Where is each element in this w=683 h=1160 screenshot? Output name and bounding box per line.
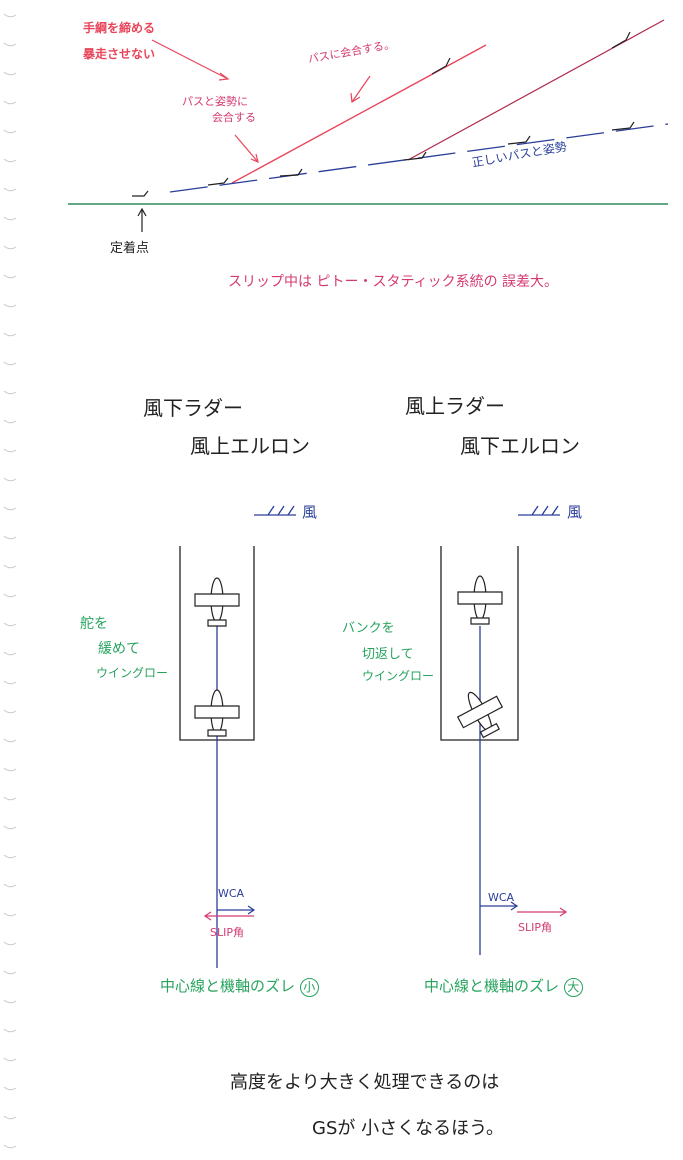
right-wca-label: WCA: [488, 891, 515, 904]
binding-mark: [3, 593, 17, 598]
binding-mark: [3, 71, 17, 76]
binding-mark: [3, 303, 17, 308]
binding-mark: [3, 767, 17, 772]
binding-mark: [3, 999, 17, 1004]
left-airplane-lower: [194, 689, 240, 737]
right-caption: 中心線と機軸のズレ 大: [424, 978, 583, 997]
left-wind-hatch: [254, 505, 296, 516]
binding-mark: [3, 825, 17, 830]
binding-mark: [3, 1144, 17, 1149]
right-caption-text: 中心線と機軸のズレ: [424, 977, 560, 995]
left-wca-label: WCA: [218, 887, 245, 900]
binding-mark: [3, 854, 17, 859]
right-airplane-upper: [457, 575, 503, 625]
slip-note: スリップ中は ピトー・スタティック系統の 誤差大。: [228, 274, 559, 290]
red-arrow-attitude: [234, 134, 259, 163]
binding-mark: [3, 506, 17, 511]
bottom-line-2: GSが 小さくなるほう。: [312, 1118, 505, 1139]
right-wind-hatch: [518, 505, 560, 516]
binding-mark: [3, 883, 17, 888]
binding-mark: [3, 738, 17, 743]
red-arrow-meet-head: [350, 92, 361, 104]
binding-mark: [3, 970, 17, 975]
binding-mark: [3, 1057, 17, 1062]
binding-mark: [3, 622, 17, 627]
binding-mark: [3, 42, 17, 47]
binding-mark: [3, 709, 17, 714]
right-caption-mark: 大: [563, 978, 583, 997]
label-touchdown: 定着点: [110, 241, 150, 256]
note-line-2: 暴走させない: [83, 47, 156, 61]
binding-mark: [3, 332, 17, 337]
left-caption-mark: 小: [299, 978, 319, 997]
binding-mark: [3, 941, 17, 946]
binding-mark: [3, 912, 17, 917]
left-airplane-upper: [194, 577, 240, 627]
binding-mark: [3, 390, 17, 395]
bottom-line-1: 高度をより大きく処理できるのは: [230, 1072, 500, 1093]
binding-mark: [3, 419, 17, 424]
binding-mark: [3, 158, 17, 163]
binding-mark: [3, 361, 17, 366]
right-note-1: バンクを: [342, 621, 395, 636]
binding-mark: [3, 564, 17, 569]
binding-mark: [3, 216, 17, 221]
binding-mark: [3, 274, 17, 279]
binding-marks: [3, 13, 17, 1149]
red-arrow-meet: [351, 75, 371, 103]
binding-mark: [3, 535, 17, 540]
binding-mark: [3, 651, 17, 656]
binding-mark: [3, 796, 17, 801]
red-arrow-note-head: [218, 72, 230, 81]
left-caption: 中心線と機軸のズレ 小: [160, 978, 319, 997]
red-arrow-note: [151, 39, 229, 80]
approach-airplanes: [132, 31, 635, 197]
left-note-3: ウイングロー: [96, 666, 169, 680]
label-path-attitude-1: パスと姿勢に: [182, 95, 248, 108]
binding-mark: [3, 13, 17, 18]
binding-mark: [3, 477, 17, 482]
steep-path-2: [407, 19, 665, 161]
right-title-1: 風上ラダー: [405, 394, 505, 418]
right-note-2: 切返して: [362, 647, 414, 662]
left-caption-text: 中心線と機軸のズレ: [160, 977, 296, 995]
binding-mark: [3, 1115, 17, 1120]
binding-mark: [3, 1086, 17, 1091]
label-path-attitude-2: 会合する: [212, 111, 256, 124]
red-approach-path: [231, 44, 487, 184]
right-airplane-lower: [456, 691, 504, 739]
left-note-1: 舵を: [80, 616, 108, 632]
binding-mark: [3, 187, 17, 192]
red-arrow-attitude-head: [250, 153, 259, 164]
left-title-2: 風上エルロン: [190, 434, 310, 458]
binding-mark: [3, 680, 17, 685]
right-note-3: ウイングロー: [362, 669, 435, 683]
right-wind-label: 風: [567, 503, 583, 521]
left-note-2: 緩めて: [98, 641, 140, 657]
binding-mark: [3, 448, 17, 453]
left-wind-label: 風: [302, 503, 318, 521]
binding-mark: [3, 1028, 17, 1033]
touchdown-arrow-head: [137, 207, 147, 217]
binding-mark: [3, 245, 17, 250]
binding-mark: [3, 129, 17, 134]
left-slip-label: SLIP角: [210, 926, 244, 939]
right-slip-label: SLIP角: [518, 921, 552, 934]
right-title-2: 風下エルロン: [460, 434, 580, 458]
note-line-1: 手綱を締める: [83, 21, 156, 35]
binding-mark: [3, 100, 17, 105]
left-title-1: 風下ラダー: [143, 396, 243, 420]
